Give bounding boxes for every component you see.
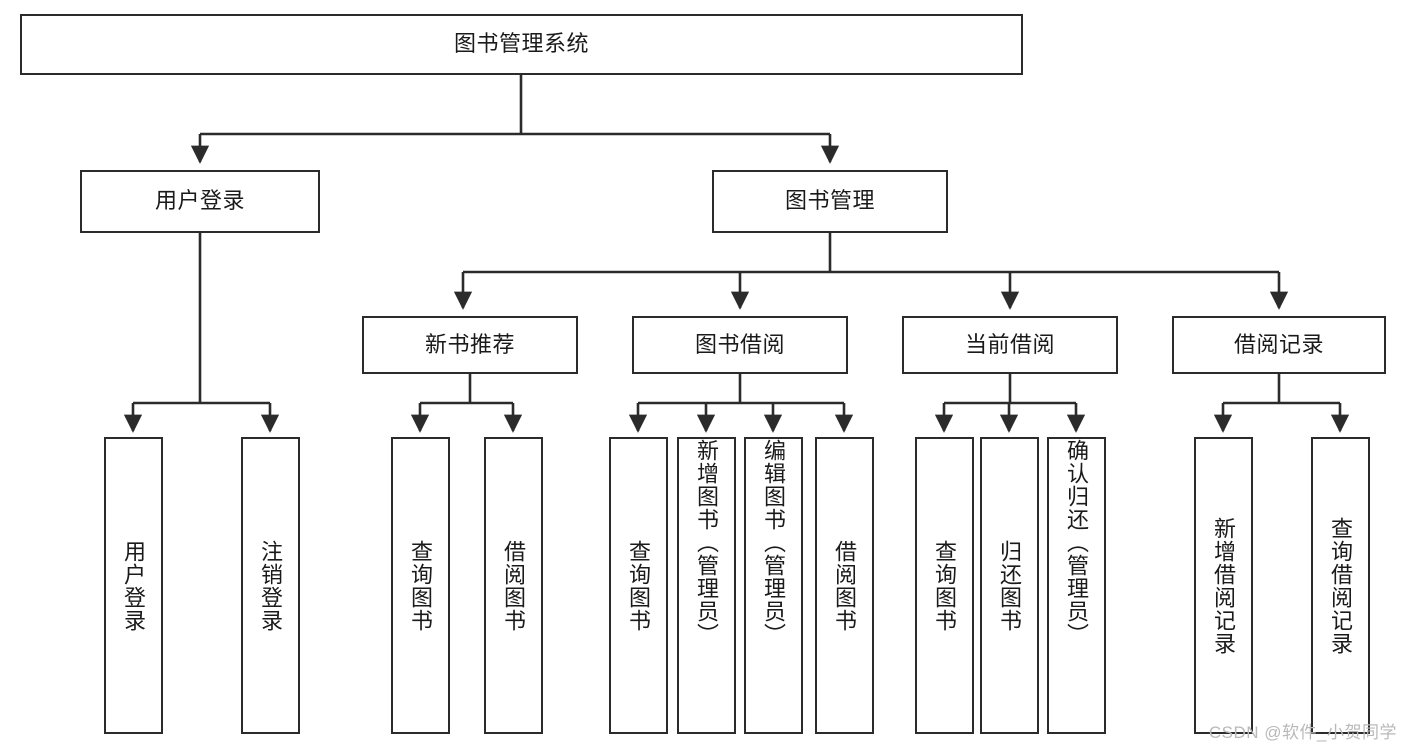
node-root-book-management-system[interactable]: 图书管理系统 <box>20 14 1023 75</box>
leaf-borrow-record-add-record[interactable]: 新增借阅记录 <box>1194 437 1253 734</box>
node-user-login[interactable]: 用户登录 <box>80 170 320 233</box>
node-label: 查询图书 <box>626 539 652 632</box>
node-label: 归还图书 <box>997 539 1023 632</box>
leaf-new-book-borrow-book[interactable]: 借阅图书 <box>484 437 543 734</box>
node-label: 图书管理系统 <box>453 31 589 57</box>
leaf-book-borrow-edit-book-admin[interactable]: 编辑图书（管理员） <box>744 437 803 734</box>
leaf-user-login-login[interactable]: 用户登录 <box>104 437 163 734</box>
node-current-borrow[interactable]: 当前借阅 <box>902 316 1118 374</box>
node-label: 用户登录 <box>121 539 147 632</box>
node-label: 查询图书 <box>408 539 434 632</box>
node-label: 确认归还（管理员） <box>1064 439 1090 646</box>
node-label: 注销登录 <box>258 539 284 632</box>
node-label: 查询图书 <box>932 539 958 632</box>
node-label: 当前借阅 <box>964 331 1055 357</box>
leaf-book-borrow-query-book[interactable]: 查询图书 <box>609 437 668 734</box>
node-label: 用户登录 <box>154 188 245 214</box>
node-label: 借阅记录 <box>1233 331 1324 357</box>
node-borrow-record[interactable]: 借阅记录 <box>1172 316 1386 374</box>
leaf-book-borrow-borrow-book[interactable]: 借阅图书 <box>815 437 874 734</box>
node-new-book-recommend[interactable]: 新书推荐 <box>362 316 578 374</box>
node-label: 查询借阅记录 <box>1328 516 1354 655</box>
node-label: 借阅图书 <box>501 539 527 632</box>
node-book-borrow[interactable]: 图书借阅 <box>632 316 848 374</box>
node-book-management[interactable]: 图书管理 <box>712 170 948 233</box>
node-label: 新增借阅记录 <box>1211 516 1237 655</box>
node-label: 新增图书（管理员） <box>694 439 720 646</box>
leaf-borrow-record-query-record[interactable]: 查询借阅记录 <box>1311 437 1370 734</box>
leaf-new-book-query-book[interactable]: 查询图书 <box>391 437 450 734</box>
leaf-current-borrow-query-book[interactable]: 查询图书 <box>915 437 974 734</box>
node-label: 编辑图书（管理员） <box>761 439 787 646</box>
node-label: 借阅图书 <box>832 539 858 632</box>
watermark: CSDN @软件_小贺同学 <box>1208 723 1397 742</box>
leaf-user-login-logout[interactable]: 注销登录 <box>241 437 300 734</box>
leaf-current-borrow-confirm-return-admin[interactable]: 确认归还（管理员） <box>1047 437 1106 734</box>
node-label: 图书借阅 <box>694 331 785 357</box>
node-label: 图书管理 <box>784 188 875 214</box>
leaf-book-borrow-add-book-admin[interactable]: 新增图书（管理员） <box>677 437 736 734</box>
node-label: 新书推荐 <box>424 331 515 357</box>
leaf-current-borrow-return-book[interactable]: 归还图书 <box>980 437 1039 734</box>
